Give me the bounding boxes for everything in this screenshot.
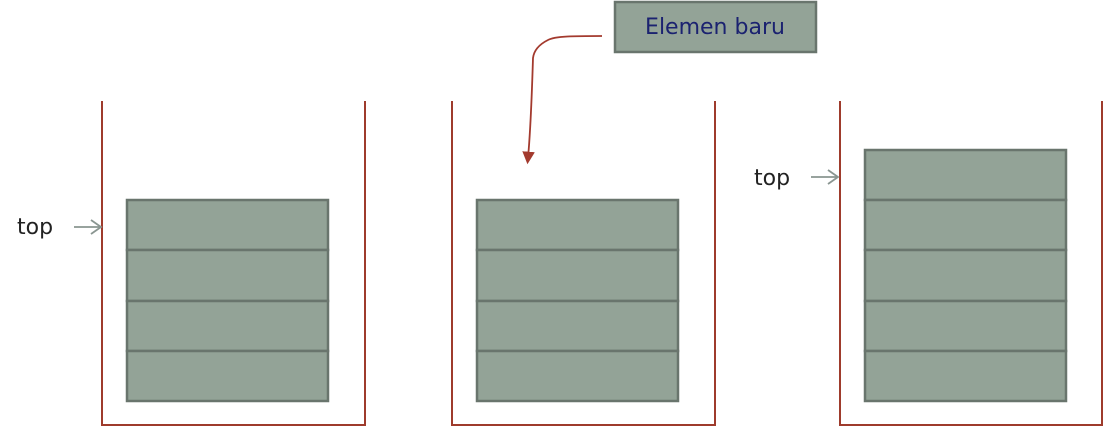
stack-2-element-2 <box>475 248 680 303</box>
stack-1-top-label: top <box>17 215 53 240</box>
stack-3: top <box>754 101 1103 426</box>
stack-3-element-4 <box>863 299 1068 353</box>
push-arrow-icon <box>522 35 603 165</box>
stack-1-top-arrow-icon <box>74 219 103 235</box>
stack-3-element-1 <box>863 148 1068 202</box>
stack-3-top-label: top <box>754 166 790 191</box>
stack-2-container <box>451 101 716 426</box>
stack-1-element-4 <box>125 349 330 403</box>
stack-1-container <box>101 101 366 426</box>
stack-3-container <box>839 101 1103 426</box>
stack-1: top <box>17 101 366 426</box>
stack-3-element-2 <box>863 198 1068 252</box>
new-element-label: Elemen baru <box>645 15 785 40</box>
stack-3-elements <box>863 148 1068 403</box>
stack-1-element-2 <box>125 248 330 303</box>
stack-2-element-3 <box>475 299 680 353</box>
stack-2-element-4 <box>475 349 680 403</box>
new-element-box <box>613 0 818 54</box>
stack-2 <box>451 101 716 426</box>
stack-3-element-5 <box>863 349 1068 403</box>
stack-2-elements <box>475 198 680 403</box>
stack-3-element-3 <box>863 248 1068 303</box>
stack-2-element-1 <box>475 198 680 252</box>
stack-1-element-3 <box>125 299 330 353</box>
stack-1-elements <box>125 198 330 403</box>
stack-3-top-arrow-icon <box>811 169 840 185</box>
new-element: Elemen baru <box>522 0 818 165</box>
stack-1-element-1 <box>125 198 330 252</box>
